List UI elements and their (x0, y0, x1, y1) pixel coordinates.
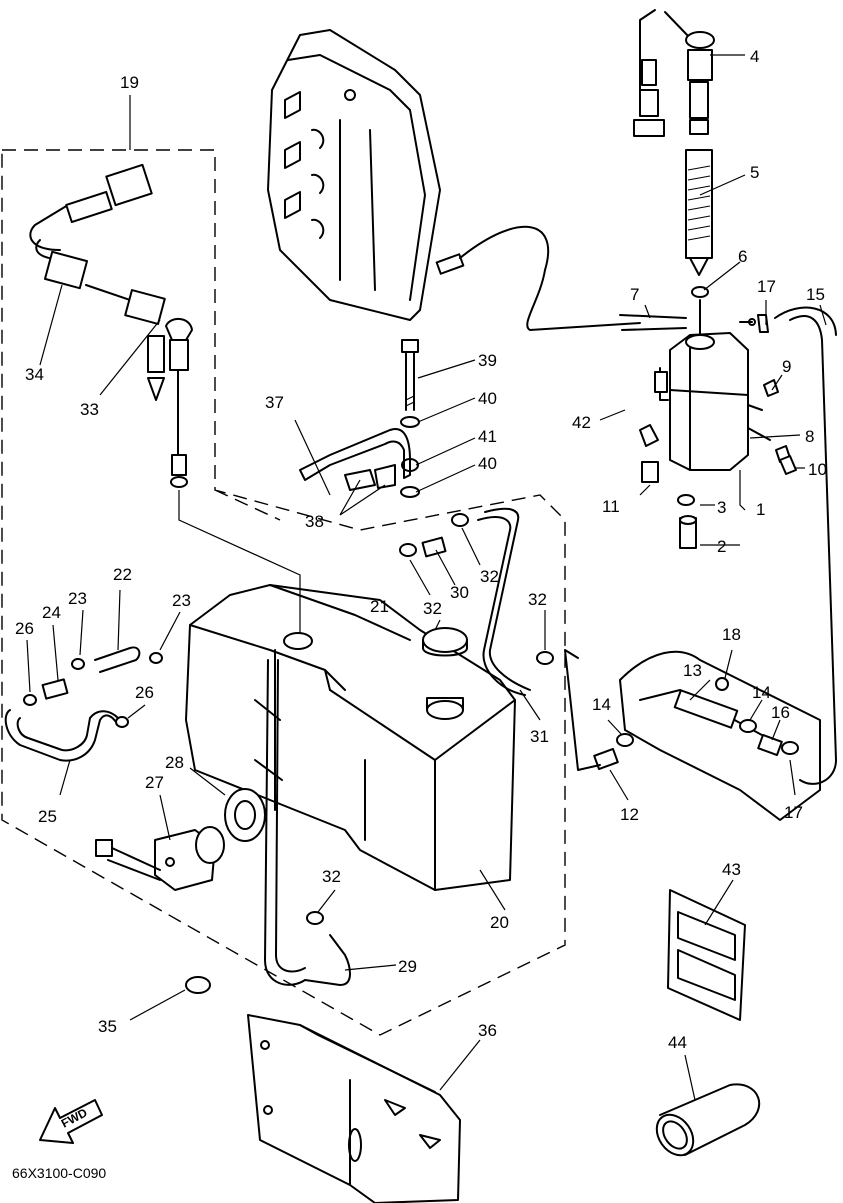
callout-37: 37 (265, 393, 284, 412)
fuel-cap (422, 627, 468, 657)
callout-1: 1 (756, 500, 765, 519)
callout-27: 27 (145, 773, 164, 792)
oil-hose (619, 314, 687, 331)
callout-32-c: 32 (528, 590, 547, 609)
diagram-code: 66X3100-C090 (12, 1165, 106, 1181)
callout-15: 15 (806, 285, 825, 304)
oil-return-hose (774, 306, 837, 785)
callout-32-d: 32 (322, 867, 341, 886)
callout-32-a: 32 (480, 567, 499, 586)
forward-direction-arrow: FWD (39, 1099, 103, 1144)
callout-12: 12 (620, 805, 639, 824)
callout-6: 6 (738, 247, 747, 266)
callout-29: 29 (398, 957, 417, 976)
callout-5: 5 (750, 163, 759, 182)
callout-40-top: 40 (478, 389, 497, 408)
callout-17-bottom: 17 (784, 803, 803, 822)
tank-hold-down-bracket (299, 339, 420, 498)
engine-cover-top (267, 29, 641, 331)
callout-35: 35 (98, 1017, 117, 1036)
callout-4: 4 (750, 47, 759, 66)
callout-8: 8 (805, 427, 814, 446)
fuel-hose-short (94, 646, 141, 673)
callout-43: 43 (722, 860, 741, 879)
callout-19: 19 (120, 73, 139, 92)
callout-21: 21 (370, 597, 389, 616)
callout-31: 31 (530, 727, 549, 746)
fuel-hose-curved (4, 709, 119, 762)
callout-40-bottom: 40 (478, 454, 497, 473)
callout-20: 20 (490, 913, 509, 932)
filler-neck-assembly (633, 9, 715, 298)
callout-28: 28 (165, 753, 184, 772)
fuel-line-clamps-and-joints (23, 513, 554, 994)
callout-32-b: 32 (423, 599, 442, 618)
group-19-boundary (1, 149, 566, 1036)
fuel-pump (95, 826, 225, 891)
callout-11: 11 (602, 497, 620, 516)
callout-17-top: 17 (757, 277, 776, 296)
fuel-hose-long (264, 659, 351, 986)
callout-25: 25 (38, 807, 57, 826)
cover-sleeve (655, 1083, 761, 1157)
callout-30: 30 (450, 583, 469, 602)
fwd-arrow-label: FWD (59, 1105, 90, 1130)
callout-18: 18 (722, 625, 741, 644)
callout-34: 34 (25, 365, 44, 384)
callout-7: 7 (630, 285, 639, 304)
fuel-return-hose (477, 507, 531, 696)
callout-44: 44 (668, 1033, 687, 1052)
group-boundary-upper (214, 489, 281, 521)
callout-26-right: 26 (135, 683, 154, 702)
callout-41: 41 (478, 427, 497, 446)
callout-16: 16 (771, 703, 790, 722)
fuel-filter (224, 788, 266, 842)
callout-3: 3 (717, 498, 726, 517)
callout-9: 9 (782, 357, 791, 376)
callout-39: 39 (478, 351, 497, 370)
callout-numbers: 19 4 5 6 7 17 15 9 42 8 10 11 3 1 2 39 4… (15, 47, 827, 1052)
callout-36: 36 (478, 1021, 497, 1040)
callout-23-left: 23 (68, 589, 87, 608)
callout-leaders (26, 54, 827, 1101)
fuel-tank (185, 584, 516, 891)
callout-2: 2 (717, 537, 726, 556)
callout-42: 42 (572, 413, 591, 432)
callout-33: 33 (80, 400, 99, 419)
warning-label (667, 889, 746, 1021)
sender-unit-assembly (29, 163, 301, 640)
callout-14-right: 14 (752, 683, 771, 702)
callout-10: 10 (808, 460, 827, 479)
callout-23-right: 23 (172, 591, 191, 610)
callout-22: 22 (113, 565, 132, 584)
callout-24: 24 (42, 603, 61, 622)
callout-14-left: 14 (592, 695, 611, 714)
oil-tank (654, 299, 771, 471)
callout-38: 38 (305, 512, 324, 531)
callout-13: 13 (683, 661, 702, 680)
callout-26-left: 26 (15, 619, 34, 638)
mounting-bracket (247, 1014, 461, 1203)
